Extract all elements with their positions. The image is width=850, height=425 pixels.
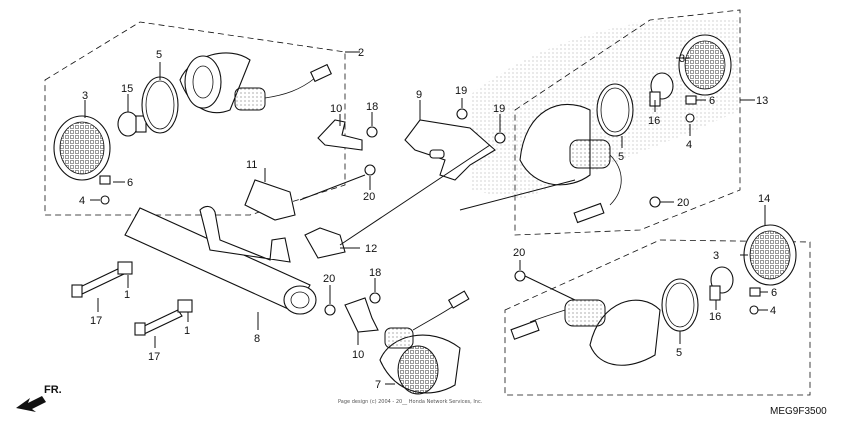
- bulb-16-lower: [709, 266, 734, 301]
- bolt-20-right: [649, 196, 661, 208]
- collar-1-lower: [177, 299, 193, 313]
- callout-5-left: 5: [156, 49, 162, 61]
- callout-3-lower-right: 3: [713, 250, 719, 262]
- gasket-ring-left: [141, 76, 179, 134]
- callout-16-lower: 16: [709, 311, 721, 323]
- callout-18-lower: 18: [369, 267, 381, 279]
- callout-labels: 1 1 2 3 3 3 4 4 4 5 5 5 6 6 6 7 8 9 10 1…: [79, 47, 777, 391]
- callout-8: 8: [254, 333, 260, 345]
- turn-signal-housing-right-rear: [510, 299, 661, 366]
- callout-2: 2: [358, 47, 364, 59]
- bracket-9: [404, 119, 496, 181]
- bracket-10-upper: [317, 119, 363, 151]
- part-code: MEG9F3500: [770, 406, 827, 417]
- callout-20-lower-right: 20: [513, 247, 525, 259]
- bolt-17-lower: [134, 309, 183, 336]
- callout-18-upper: 18: [366, 101, 378, 113]
- callout-20-right: 20: [677, 197, 689, 209]
- bulb-16-upper: [649, 72, 674, 107]
- screw-4-lower: [749, 305, 759, 315]
- callout-9: 9: [416, 89, 422, 101]
- callout-7: 7: [375, 379, 381, 391]
- callout-1-upper: 1: [124, 289, 130, 301]
- leader-lines: [84, 57, 768, 385]
- bolt-18-upper: [366, 126, 378, 138]
- bolt-20-center: [364, 164, 376, 176]
- turn-signal-assembly-7: [379, 290, 470, 395]
- nut-6-lower: [749, 287, 761, 297]
- callout-1-lower: 1: [184, 325, 190, 337]
- turn-signal-lens-right-front: [678, 34, 732, 96]
- screw-4-right: [685, 113, 695, 123]
- group-box-14: [504, 239, 811, 396]
- callout-4-upper-right: 4: [686, 139, 692, 151]
- callout-10-lower: 10: [352, 349, 364, 361]
- bolt-18-lower: [369, 292, 381, 304]
- callout-15: 15: [121, 83, 133, 95]
- turn-signal-housing-right-front: [519, 103, 622, 224]
- callout-4-lower-right: 4: [770, 305, 776, 317]
- callout-5-upper-right: 5: [618, 151, 624, 163]
- callout-20-left-lower: 20: [323, 273, 335, 285]
- callout-3-upper-right: 3: [679, 53, 685, 65]
- callout-19-upper: 19: [455, 85, 467, 97]
- callout-3-left: 3: [82, 90, 88, 102]
- nut-6-right: [685, 95, 697, 105]
- callout-12: 12: [365, 243, 377, 255]
- group-box-13: [514, 9, 741, 236]
- collar-1-upper: [117, 261, 133, 275]
- screw-4-left: [100, 195, 110, 205]
- bulb-15: [117, 111, 147, 137]
- turn-signal-lens-left-front: [53, 115, 111, 181]
- callout-11: 11: [246, 159, 257, 171]
- turn-signal-stay-8: [124, 205, 317, 315]
- group-box-2: [44, 21, 346, 216]
- bolt-20-left-lower: [324, 304, 336, 316]
- bolt-19-lower: [494, 132, 506, 144]
- bolt-17-upper: [71, 267, 125, 298]
- callout-17-upper: 17: [90, 315, 102, 327]
- callout-20-center: 20: [363, 191, 375, 203]
- callout-10-upper: 10: [330, 103, 342, 115]
- callout-6-left: 6: [127, 177, 133, 189]
- gasket-ring-right-rear: [661, 278, 699, 332]
- turn-signal-housing-left-front: [179, 52, 333, 114]
- callout-19-lower: 19: [493, 103, 505, 115]
- copyright-text: Page design (c) 2004 - 20__ Honda Networ…: [338, 399, 483, 405]
- callout-6-upper-right: 6: [709, 95, 715, 107]
- front-arrow-icon: FR.: [16, 384, 62, 412]
- bracket-12: [304, 227, 346, 259]
- bracket-11: [244, 179, 296, 221]
- callout-16-upper: 16: [648, 115, 660, 127]
- front-label: FR.: [44, 384, 62, 396]
- callout-17-lower: 17: [148, 351, 160, 363]
- bracket-10-lower: [344, 297, 379, 333]
- callout-6-lower-right: 6: [771, 287, 777, 299]
- bolt-20-lower: [514, 270, 526, 282]
- callout-13: 13: [756, 95, 768, 107]
- callout-5-lower-right: 5: [676, 347, 682, 359]
- nut-6-left: [99, 175, 111, 185]
- bolt-19-upper: [456, 108, 468, 120]
- gasket-ring-right-front: [596, 83, 634, 137]
- turn-signal-lens-right-rear: [743, 224, 797, 286]
- callout-4-left: 4: [79, 195, 85, 207]
- callout-14: 14: [758, 193, 770, 205]
